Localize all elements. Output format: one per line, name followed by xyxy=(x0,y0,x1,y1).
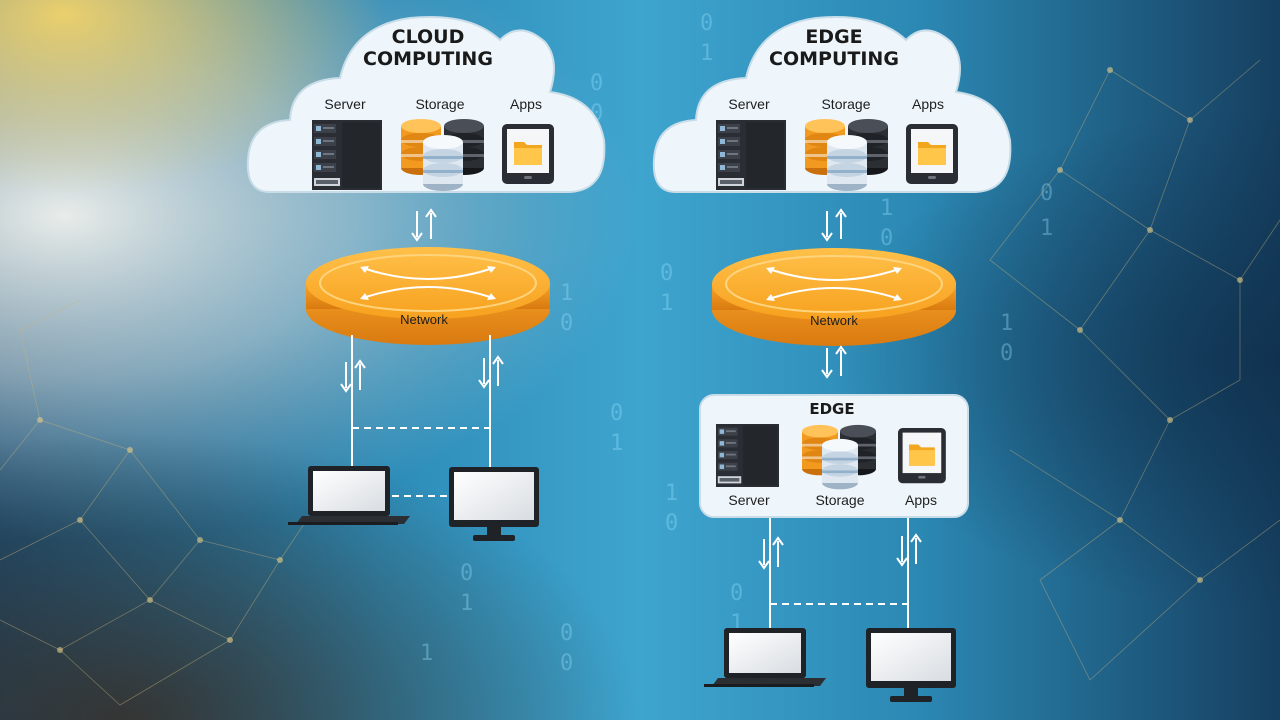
edge-storage-label: Storage xyxy=(815,492,864,508)
edge-cloud-server-label: Server xyxy=(728,96,770,112)
svg-text:1: 1 xyxy=(700,41,713,66)
cloud-client-links xyxy=(351,335,491,497)
edge-title-line1: EDGE xyxy=(805,26,862,48)
svg-text:1: 1 xyxy=(420,641,433,666)
svg-text:0: 0 xyxy=(660,261,673,286)
cloud-storage-label: Storage xyxy=(415,96,464,112)
edge-server-label: Server xyxy=(728,492,770,508)
cloud-server-label: Server xyxy=(324,96,366,112)
svg-text:0: 0 xyxy=(560,311,573,336)
apps-icon xyxy=(898,428,946,484)
server-icon xyxy=(716,424,779,487)
network-hub-icon xyxy=(711,247,957,347)
cloud-network-label: Network xyxy=(400,312,448,327)
svg-text:0: 0 xyxy=(1040,181,1053,206)
edge-computing-panel: EDGE COMPUTING Server Storage Apps Netwo… xyxy=(652,15,1012,702)
server-icon xyxy=(716,120,786,190)
svg-text:0: 0 xyxy=(590,71,603,96)
svg-text:0: 0 xyxy=(1000,341,1013,366)
svg-text:0: 0 xyxy=(560,651,573,676)
svg-text:0: 0 xyxy=(610,401,623,426)
svg-text:1: 1 xyxy=(1000,311,1013,336)
svg-text:0: 0 xyxy=(560,621,573,646)
cloud-title-line1: CLOUD xyxy=(392,26,465,48)
edge-cloud-apps-label: Apps xyxy=(912,96,944,112)
cloud-title-line2: COMPUTING xyxy=(363,48,493,70)
edge-title-line2: COMPUTING xyxy=(769,48,899,70)
svg-text:1: 1 xyxy=(1040,216,1053,241)
svg-text:1: 1 xyxy=(460,591,473,616)
svg-text:1: 1 xyxy=(560,281,573,306)
edge-client-links xyxy=(769,518,909,628)
cloud-apps-label: Apps xyxy=(510,96,542,112)
apps-icon xyxy=(502,124,554,184)
svg-text:0: 0 xyxy=(665,511,678,536)
cloud-computing-panel: CLOUD COMPUTING Server Storage Apps Netw… xyxy=(246,15,606,541)
svg-text:0: 0 xyxy=(730,581,743,606)
edge-box-title: EDGE xyxy=(809,400,854,418)
svg-text:0: 0 xyxy=(460,561,473,586)
mesh-nodes-decoration xyxy=(37,67,1243,653)
svg-text:1: 1 xyxy=(880,196,893,221)
apps-icon xyxy=(906,124,958,184)
svg-text:1: 1 xyxy=(660,291,673,316)
edge-apps-label: Apps xyxy=(905,492,937,508)
svg-text:1: 1 xyxy=(665,481,678,506)
svg-text:0: 0 xyxy=(700,11,713,36)
server-icon xyxy=(312,120,382,190)
edge-cloud-storage-label: Storage xyxy=(821,96,870,112)
network-hub-icon xyxy=(305,246,551,346)
edge-network-label: Network xyxy=(810,313,858,328)
svg-text:0: 0 xyxy=(880,226,893,251)
binary-rain-decoration: 01 00 10 01 10 01 10 01 00 10 01 1 01 xyxy=(420,11,1053,676)
svg-text:1: 1 xyxy=(610,431,623,456)
